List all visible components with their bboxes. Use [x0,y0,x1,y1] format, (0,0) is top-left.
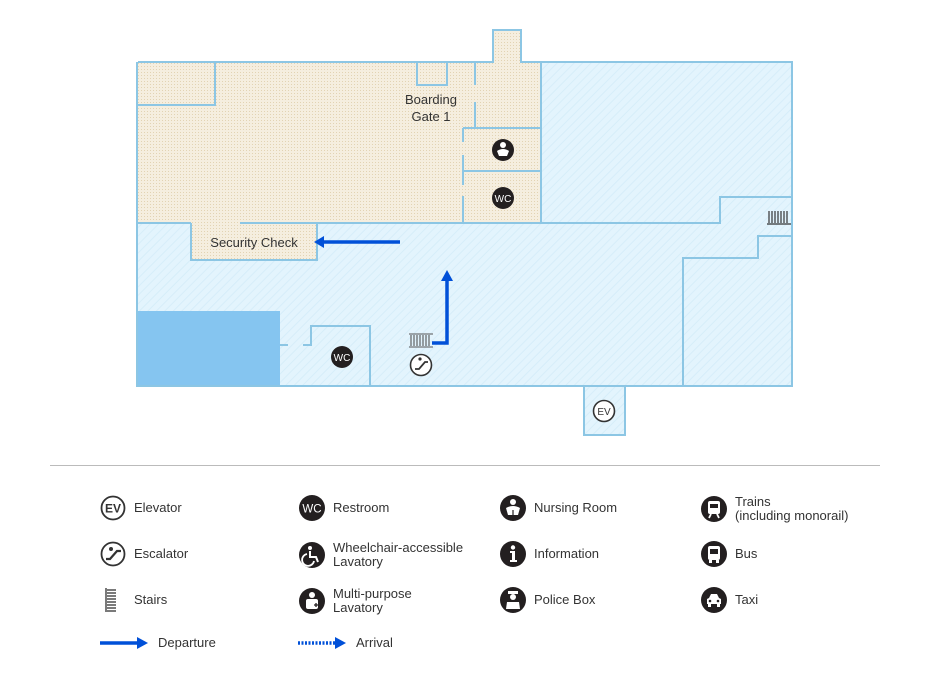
restricted-area [138,30,541,260]
wheelchair-icon [299,542,325,568]
elevator-icon: EV [100,495,126,521]
multipurpose-lavatory-icon [299,588,325,614]
escalator-icon [100,541,126,567]
svg-text:EV: EV [597,407,611,418]
legend-police-box: Police Box [500,587,595,613]
svg-text:EV: EV [105,502,121,516]
legend-trains: Trains (including monorail) [701,495,848,523]
police-box-icon [500,587,526,613]
escalator-icon [409,353,433,377]
bus-icon [701,541,727,567]
solid-block [137,311,280,386]
departure-arrow-icon [100,636,148,650]
legend-arrival: Arrival [298,636,393,650]
legend-nursing-room: Nursing Room [500,495,617,521]
information-icon [500,541,526,567]
nursing-room-icon [500,495,526,521]
boarding-gate-label: Boarding Gate 1 [404,92,458,124]
stairs-icon [409,333,433,348]
legend-restroom: WC Restroom [299,495,389,521]
legend-escalator: Escalator [100,541,188,567]
legend-bus: Bus [701,541,757,567]
security-check-label: Security Check [210,235,298,250]
legend-information: Information [500,541,599,567]
svg-text:WC: WC [334,353,351,364]
elevator-icon: EV [592,399,616,423]
divider [50,465,880,466]
restroom-icon: WC [299,495,325,521]
nursing-room-icon [492,139,514,161]
departure-route [314,236,453,345]
legend-stairs: Stairs [100,587,167,613]
arrival-arrow-icon [298,636,346,650]
legend-elevator: EV Elevator [100,495,182,521]
stairs-icon [767,211,791,225]
taxi-icon [701,587,727,613]
restroom-icon: WC [331,346,353,368]
svg-text:WC: WC [495,194,512,205]
train-icon [701,496,727,522]
stairs-icon [100,587,126,613]
floor-map: WC WC EV Boarding Gate 1 Security Check [136,29,793,436]
svg-text:WC: WC [302,504,321,516]
restroom-icon: WC [492,187,514,209]
legend-taxi: Taxi [701,587,758,613]
legend-departure: Departure [100,636,216,650]
